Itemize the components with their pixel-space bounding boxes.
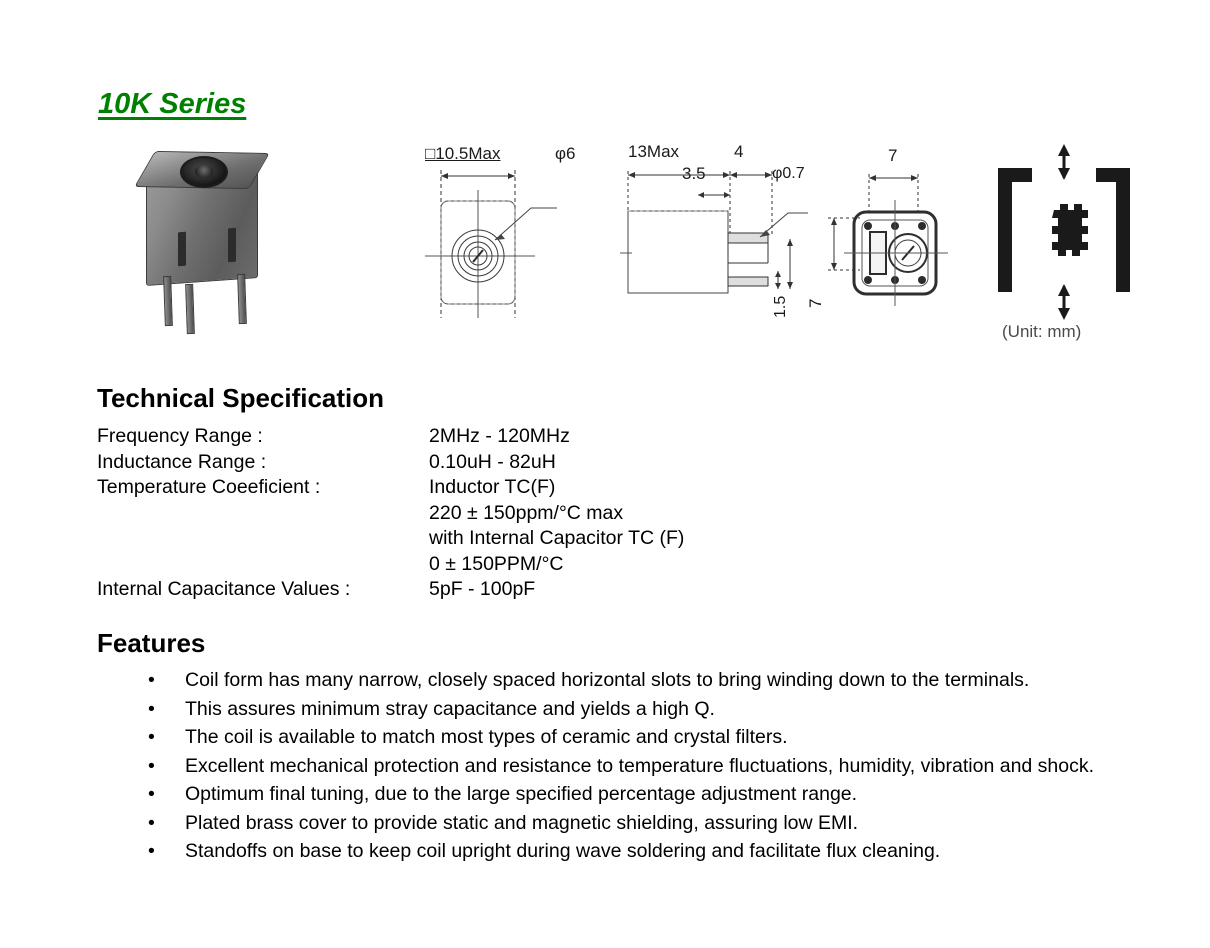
bullet-icon: • — [148, 783, 155, 805]
photo-slot — [228, 227, 236, 263]
list-item-text: Plated brass cover to provide static and… — [185, 811, 859, 834]
table-row: 220 ± 150ppm/°C max — [97, 501, 717, 527]
spec-value: 0.10uH - 82uH — [429, 450, 556, 473]
list-item: • Standoffs on base to keep coil upright… — [97, 837, 1157, 866]
list-item: • The coil is available to match most ty… — [97, 723, 1157, 752]
spec-value: 2MHz - 120MHz — [429, 425, 570, 447]
top-view-hole-label: φ6 — [555, 144, 576, 163]
table-row: with Internal Capacitor TC (F) — [97, 526, 717, 552]
list-item-text: Excellent mechanical protection and resi… — [185, 754, 1095, 777]
bullet-icon: • — [148, 669, 155, 691]
spec-value: 5pF - 100pF — [429, 578, 536, 600]
bottom-view-pitch-label: 7 — [888, 146, 898, 165]
bullet-icon: • — [148, 840, 155, 862]
list-item-text: Coil form has many narrow, closely space… — [185, 669, 1030, 691]
spec-label: Internal Capacitance Values : — [97, 578, 351, 600]
list-item-text: This assures minimum stray capacitance a… — [185, 697, 715, 720]
unit-caption: (Unit: mm) — [1002, 322, 1082, 341]
list-item: • This assures minimum stray capacitance… — [97, 695, 1157, 724]
spec-value: 220 ± 150ppm/°C max — [429, 501, 624, 524]
bullet-icon: • — [148, 754, 155, 777]
spec-value: 0 ± 150PPM/°C — [429, 552, 564, 575]
photo-slot — [178, 231, 186, 267]
photo-pin — [185, 283, 195, 335]
list-item-text: The coil is available to match most type… — [185, 726, 788, 748]
top-view-svg — [425, 170, 557, 318]
tech-spec-table: Frequency Range : 2MHz - 120MHz Inductan… — [97, 424, 717, 603]
dimension-drawings: □10.5Max φ6 — [0, 140, 1210, 365]
spec-value: with Internal Capacitor TC (F) — [429, 527, 685, 549]
table-row: Frequency Range : 2MHz - 120MHz — [97, 424, 717, 450]
spec-label — [97, 552, 429, 578]
product-photo — [120, 150, 300, 350]
list-item-text: Standoffs on base to keep coil upright d… — [185, 840, 941, 862]
side-view-length-label: 13Max — [628, 142, 680, 161]
table-row: 0 ± 150PPM/°C — [97, 552, 717, 578]
photo-pin — [237, 273, 247, 325]
footprint-drawing: (Unit: mm) — [980, 140, 1170, 355]
table-row: Internal Capacitance Values : 5pF - 100p… — [97, 577, 717, 603]
footprint-svg — [998, 144, 1130, 320]
table-row: Temperature Coeeficient : Inductor TC(F) — [97, 475, 717, 501]
table-row: Inductance Range : 0.10uH - 82uH — [97, 450, 717, 476]
spec-label: Frequency Range : — [97, 425, 263, 447]
side-view-pin-dia-label: φ0.7 — [772, 165, 805, 182]
side-view-drawing: 13Max 4 3.5 φ0.7 7 1.5 — [620, 140, 825, 330]
top-view-drawing: □10.5Max φ6 — [425, 140, 600, 325]
bullet-icon: • — [148, 726, 155, 748]
side-view-svg — [620, 171, 808, 294]
list-item: • Excellent mechanical protection and re… — [97, 752, 1157, 781]
photo-tuning-slug — [180, 156, 228, 188]
list-item: • Coil form has many narrow, closely spa… — [97, 666, 1157, 695]
spec-label: Inductance Range : — [97, 450, 267, 473]
list-item: • Plated brass cover to provide static a… — [97, 809, 1157, 838]
photo-pin — [163, 275, 173, 327]
list-item-text: Optimum final tuning, due to the large s… — [185, 783, 858, 805]
spec-value: Inductor TC(F) — [429, 476, 556, 498]
bullet-icon: • — [148, 811, 155, 834]
list-item: • Optimum final tuning, due to the large… — [97, 780, 1157, 809]
bottom-view-drawing: 7 — [820, 140, 970, 330]
features-heading: Features — [97, 628, 206, 658]
features-list: • Coil form has many narrow, closely spa… — [97, 666, 1157, 866]
side-view-offset-label: 3.5 — [682, 164, 706, 183]
side-view-pin-gap-label: 4 — [734, 142, 744, 161]
spec-label: Temperature Coeeficient : — [97, 476, 321, 498]
bottom-view-svg — [828, 174, 948, 306]
spec-label — [97, 526, 429, 552]
top-view-width-label: □10.5Max — [425, 144, 501, 163]
tech-spec-heading: Technical Specification — [97, 383, 385, 413]
page-title: 10K Series — [98, 88, 247, 120]
bullet-icon: • — [148, 697, 155, 720]
spec-label — [97, 501, 429, 527]
